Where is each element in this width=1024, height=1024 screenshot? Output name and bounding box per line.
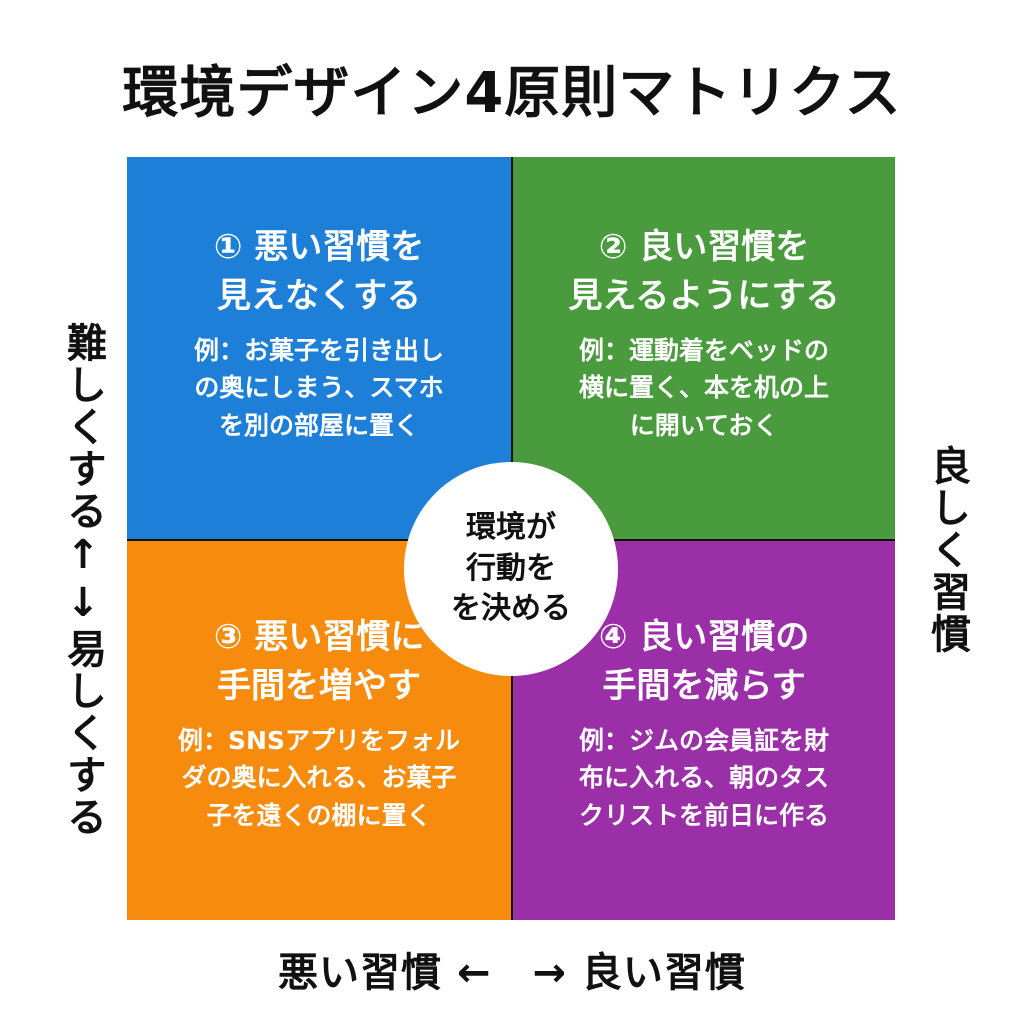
quadrant-example: 例：ジムの会員証を財 布に入れる、朝のタス クリストを前日に作る bbox=[513, 722, 895, 835]
quadrant-2: ② 良い習慣を 見えるようにする 例：運動着をベッドの 横に置く、本を机の上 に… bbox=[513, 157, 895, 539]
quadrant-title-line: ① 悪い習慣を bbox=[213, 227, 425, 267]
quadrant-example-line: 横に置く、本を机の上 bbox=[578, 373, 829, 403]
quadrant-example-line: 布に入れる、朝のタス bbox=[578, 763, 829, 793]
quadrant-title-line: 手間を減らす bbox=[602, 666, 806, 707]
quadrant-example-line: 例：SNSアプリをフォル bbox=[178, 725, 460, 755]
quadrant-title-line: ② 良い習慣を bbox=[598, 227, 810, 267]
page-title: 環境デザイン4原則マトリクス bbox=[122, 61, 902, 126]
center-circle: 環境が 行動を を決める bbox=[404, 462, 618, 676]
y-axis-label-right: 良しく習慣 bbox=[924, 445, 970, 655]
quadrant-example: 例：お菓子を引き出し の奥にしまう、スマホ を別の部屋に置く bbox=[127, 332, 511, 445]
quadrant-1: ① 悪い習慣を 見えなくする 例：お菓子を引き出し の奥にしまう、スマホ を別の… bbox=[127, 157, 511, 539]
quadrant-example-line: に開いておく bbox=[629, 410, 779, 440]
quadrant-title-line: ③ 悪い習慣に bbox=[213, 617, 425, 657]
quadrant-example-line: クリストを前日に作る bbox=[578, 800, 829, 830]
quadrant-example-line: 子を遠くの棚に置く bbox=[206, 800, 432, 830]
y-axis-label-left: 難しくする↑↓易しくする bbox=[60, 322, 106, 838]
center-text-line: 環境が bbox=[466, 510, 556, 546]
center-text-line: 行動を bbox=[466, 550, 556, 586]
quadrant-example: 例：SNSアプリをフォル ダの奥に入れる、お菓子 子を遠くの棚に置く bbox=[127, 722, 511, 835]
quadrant-example-line: 例：ジムの会員証を財 bbox=[578, 725, 829, 755]
quadrant-example: 例：運動着をベッドの 横に置く、本を机の上 に開いておく bbox=[513, 332, 895, 445]
quadrant-title-line: 見えるようにする bbox=[568, 276, 840, 317]
quadrant-example-line: の奥にしまう、スマホ bbox=[194, 373, 444, 403]
quadrant-example-line: 例：運動着をベッドの bbox=[578, 335, 829, 365]
quadrant-title: ④ 良い習慣の 手間を減らす bbox=[513, 613, 895, 712]
matrix-grid: ① 悪い習慣を 見えなくする 例：お菓子を引き出し の奥にしまう、スマホ を別の… bbox=[127, 157, 895, 920]
quadrant-title: ③ 悪い習慣に 手間を増やす bbox=[127, 613, 511, 712]
center-text-line: を決める bbox=[451, 591, 571, 627]
quadrant-title-line: 見えなくする bbox=[217, 276, 421, 317]
x-axis-label: 悪い習慣 ← → 良い習慣 bbox=[278, 950, 746, 996]
quadrant-title: ② 良い習慣を 見えるようにする bbox=[513, 223, 895, 322]
quadrant-example-line: 例：お菓子を引き出し bbox=[193, 335, 444, 365]
quadrant-example-line: を別の部屋に置く bbox=[218, 410, 419, 440]
quadrant-example-line: ダの奥に入れる、お菓子 bbox=[181, 763, 457, 793]
quadrant-title-line: 手間を増やす bbox=[217, 666, 421, 707]
quadrant-title-line: ④ 良い習慣の bbox=[598, 617, 810, 657]
quadrant-title: ① 悪い習慣を 見えなくする bbox=[127, 223, 511, 322]
